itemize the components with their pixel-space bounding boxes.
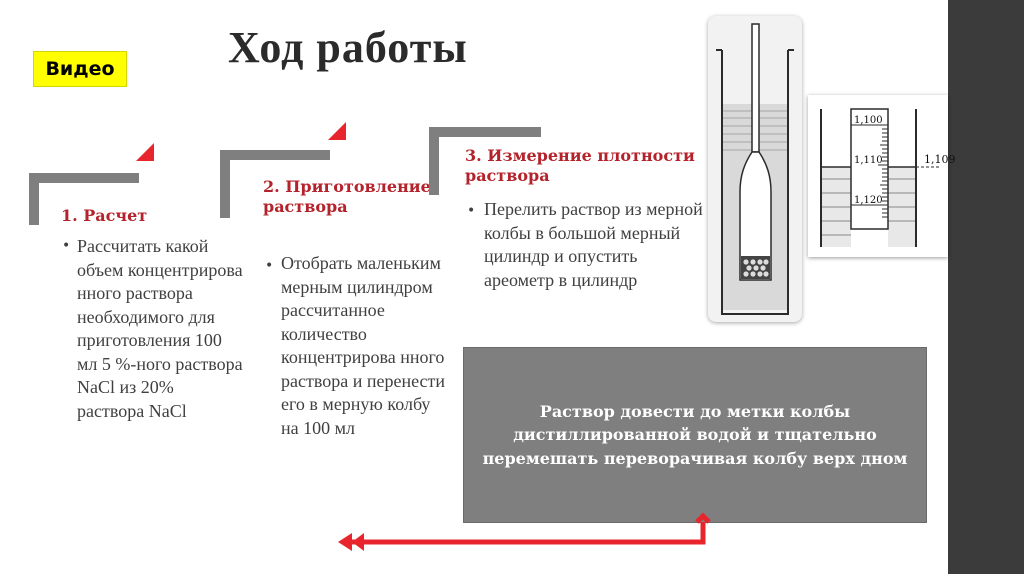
hydrometer-scale-drawing: 1,100 1,110 1,120 1,109	[820, 108, 956, 247]
step-3-title: 3. Измерение плотности раствора	[465, 146, 695, 185]
red-return-arrow	[338, 512, 711, 551]
slide-title: Ход работы	[228, 23, 468, 72]
note-box: Раствор довести до метки колбы дистиллир…	[463, 347, 927, 523]
scale-tick-1100: 1,100	[854, 115, 883, 126]
hydrometer-cylinder-drawing	[716, 23, 794, 315]
step-2-title: 2. Приготовление раствора	[263, 177, 431, 216]
step-1-title: 1. Расчет	[61, 206, 148, 225]
bracket-horizontal	[220, 150, 330, 160]
bracket-vertical	[220, 150, 230, 218]
note-text: Раствор довести до метки колбы дистиллир…	[482, 401, 908, 468]
bracket-horizontal	[29, 173, 139, 183]
step-1-text: Рассчитать какой объем концентрирова нно…	[77, 236, 243, 421]
video-link[interactable]: Видео	[33, 51, 127, 87]
bullet-icon: •	[62, 238, 71, 254]
bracket-horizontal	[429, 127, 541, 137]
hydrometer-cylinder-image	[708, 16, 802, 322]
bracket-vertical	[29, 173, 39, 225]
scale-tick-1120: 1,120	[854, 195, 883, 206]
red-triangle-icon	[136, 143, 154, 161]
step-3-text: Перелить раствор из мерной колбы в больш…	[484, 199, 703, 290]
scale-tick-1110: 1,110	[854, 155, 883, 166]
hydrometer-scale-image: 1,100 1,110 1,120 1,109	[808, 95, 956, 257]
red-triangle-icon	[328, 122, 346, 140]
bracket-vertical	[429, 127, 439, 195]
scale-reading: 1,109	[924, 153, 956, 166]
step-2-text: Отобрать маленьким мерным цилиндром расс…	[281, 253, 446, 438]
bullet-icon: •	[467, 203, 476, 219]
right-side-bar	[948, 0, 1024, 574]
bullet-icon: •	[265, 258, 274, 274]
